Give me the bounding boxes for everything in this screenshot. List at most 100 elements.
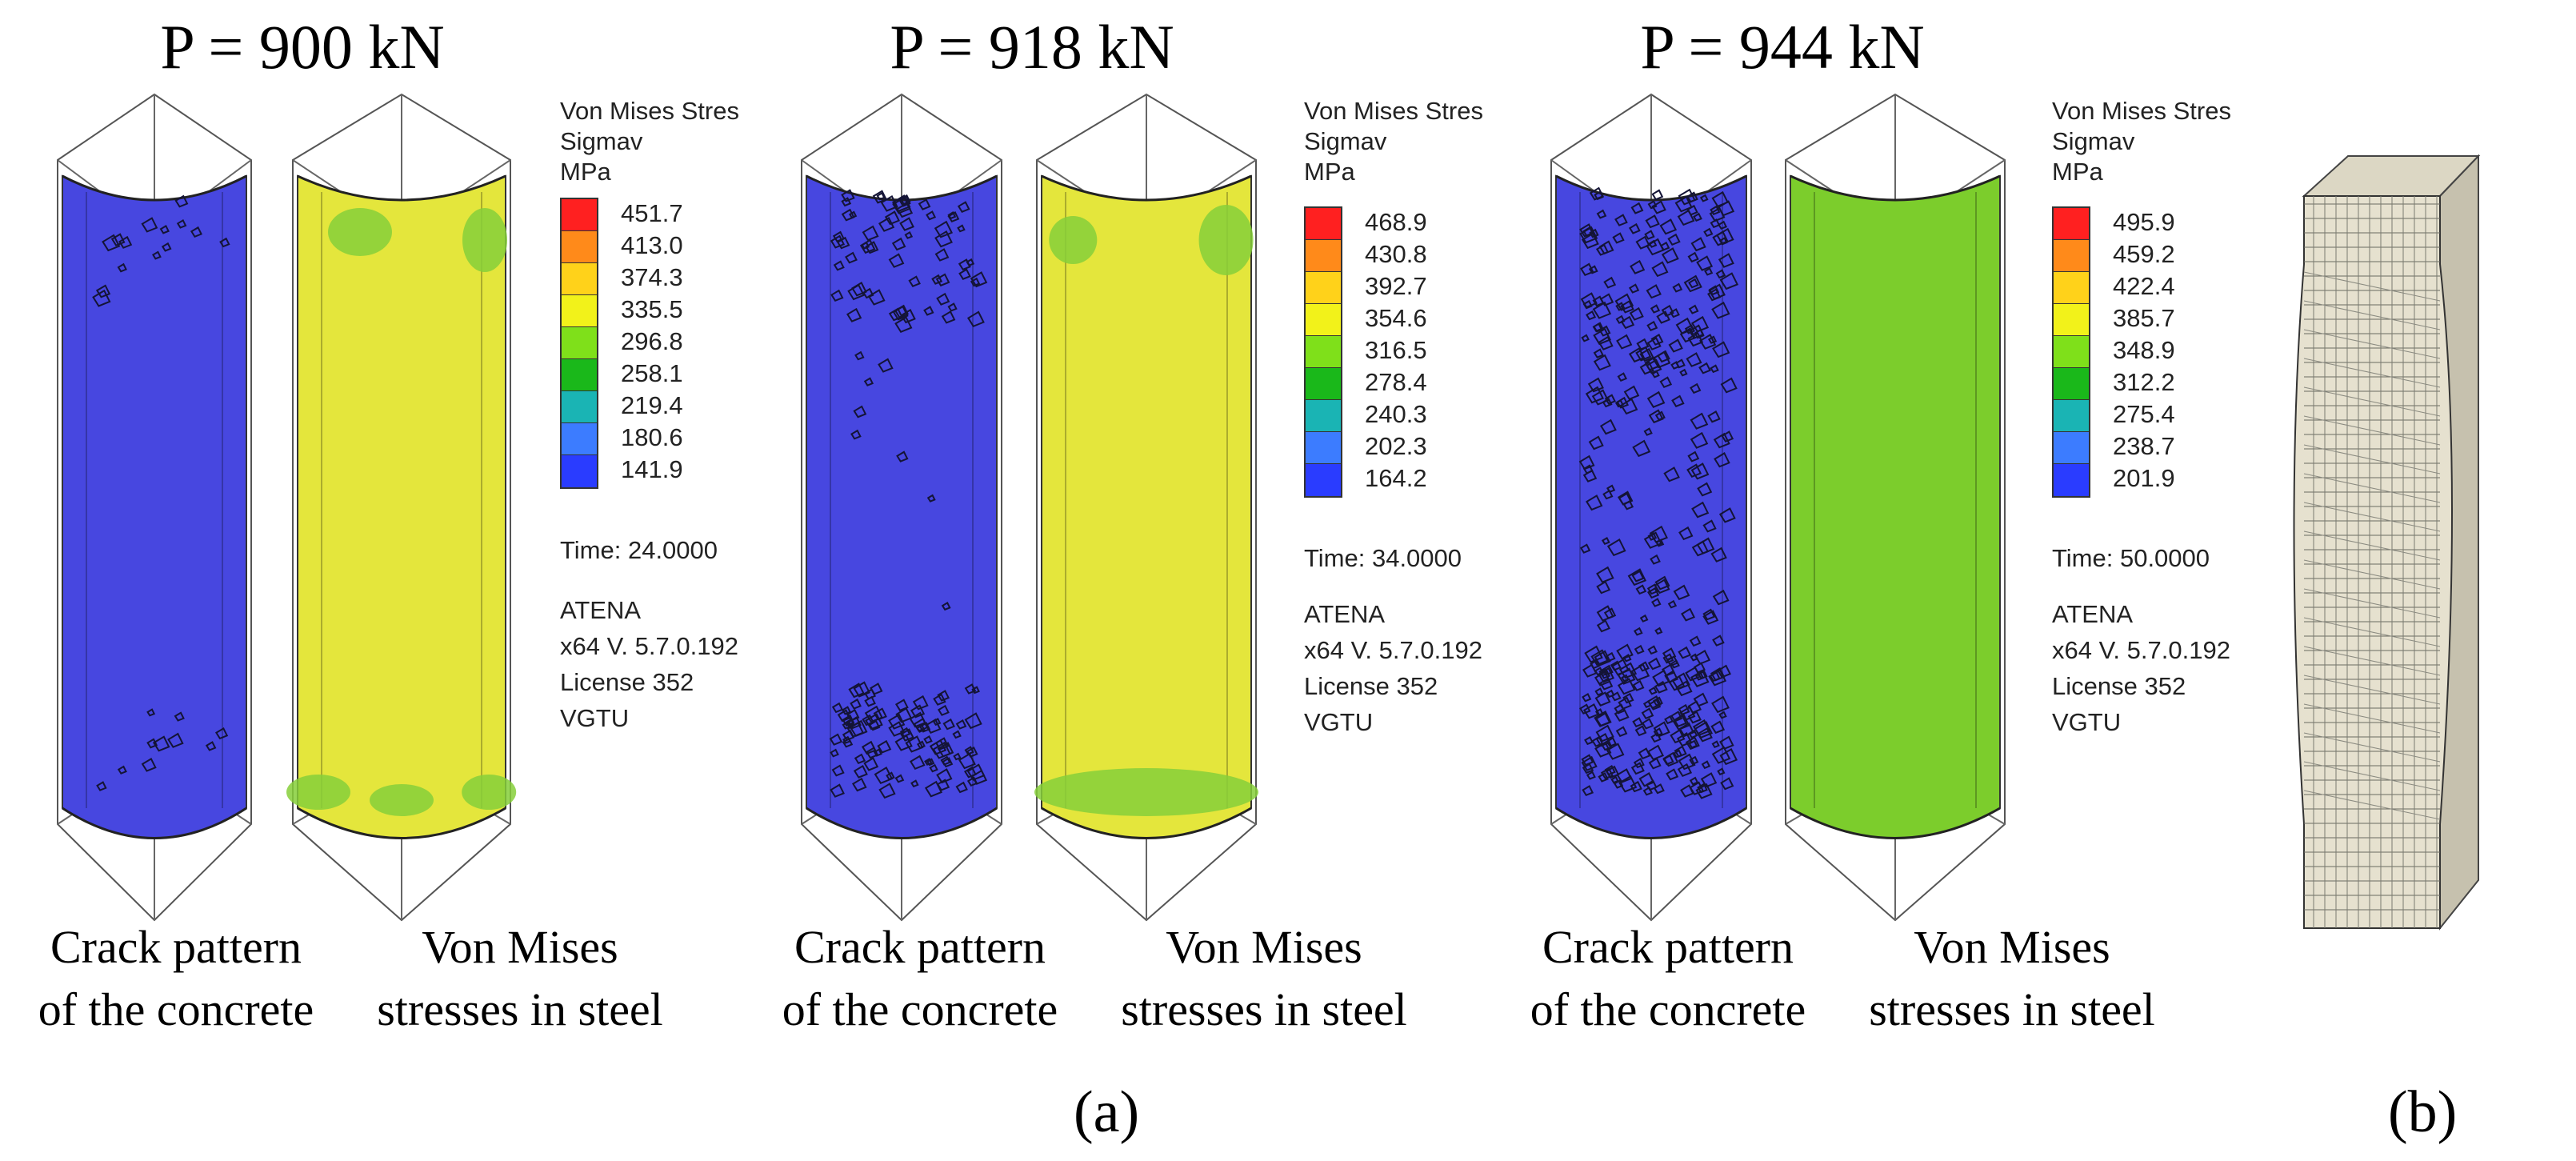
concrete-column-crack bbox=[1647, 645, 1658, 655]
concrete-column-crack bbox=[1646, 337, 1662, 350]
concrete-column-crack bbox=[1689, 635, 1702, 647]
concrete-column-crack bbox=[1688, 304, 1699, 314]
concrete-column-crack bbox=[1718, 253, 1734, 268]
software-org: VGTU bbox=[2052, 708, 2122, 736]
concrete-column-crack bbox=[95, 284, 111, 298]
concrete-column-crack bbox=[1697, 727, 1713, 743]
panel-label-a: (a) bbox=[1074, 1079, 1140, 1145]
concrete-column-crack bbox=[1653, 721, 1670, 738]
concrete-column-crack bbox=[966, 776, 978, 787]
concrete-column-crack bbox=[1698, 362, 1711, 374]
concrete-column-crack bbox=[1659, 376, 1673, 389]
stress-legend: Von Mises Stres Sigmav MPa 451.7 413.0 3… bbox=[560, 96, 739, 732]
concrete-column-crack bbox=[92, 289, 111, 307]
steel-column-bottom-rim bbox=[1041, 807, 1252, 839]
concrete-column-crack bbox=[1628, 347, 1646, 363]
mesh-line bbox=[2303, 530, 2441, 561]
load-title: P = 900 kN bbox=[160, 12, 445, 82]
concrete-column-crack bbox=[1580, 292, 1598, 309]
concrete-column-crack bbox=[866, 747, 879, 759]
concrete-column-crack bbox=[1620, 398, 1638, 415]
concrete-column-crack bbox=[1582, 785, 1594, 797]
concrete-column-crack bbox=[1614, 214, 1628, 226]
concrete-column-crack bbox=[1633, 627, 1643, 636]
concrete-column-crack bbox=[1622, 654, 1632, 663]
concrete-column-crack bbox=[1618, 696, 1632, 711]
concrete-column-crack bbox=[964, 746, 974, 755]
concrete-column-crack bbox=[910, 779, 919, 788]
concrete-column-crack bbox=[929, 739, 947, 755]
concrete-column-crack bbox=[141, 217, 158, 233]
concrete-column-crack bbox=[1686, 352, 1702, 367]
concrete-column-crack bbox=[1587, 377, 1604, 393]
concrete-column-crack bbox=[932, 718, 942, 727]
mesh-line bbox=[2303, 703, 2441, 734]
concrete-column-crack bbox=[1614, 707, 1630, 722]
legend-swatch bbox=[1306, 272, 1341, 304]
mesh-line bbox=[2303, 415, 2441, 446]
software-version: x64 V. 5.7.0.192 bbox=[1304, 636, 1482, 664]
legend-unit: MPa bbox=[1304, 158, 1355, 186]
concrete-column-crack bbox=[1713, 432, 1730, 449]
concrete-column-crack bbox=[898, 195, 911, 207]
legend-value: 141.9 bbox=[621, 455, 683, 483]
concrete-column-crack bbox=[937, 690, 950, 702]
concrete-column-crack bbox=[1718, 711, 1727, 719]
concrete-column-crack bbox=[110, 233, 126, 246]
concrete-column-crack bbox=[1589, 228, 1599, 238]
legend-swatch bbox=[2054, 304, 2089, 336]
concrete-column-crack bbox=[1598, 335, 1614, 350]
concrete-column-top-rim bbox=[1555, 174, 1747, 202]
legend-value: 348.9 bbox=[2113, 336, 2175, 364]
concrete-column-crack bbox=[214, 727, 229, 740]
legend-color-bar bbox=[1304, 206, 1342, 498]
legend-value: 202.3 bbox=[1365, 432, 1427, 460]
steel-column-body bbox=[297, 174, 506, 839]
concrete-column-crack bbox=[146, 708, 156, 717]
concrete-column-crack bbox=[1582, 469, 1598, 482]
concrete-column-crack bbox=[842, 735, 851, 744]
legend-title-line: Von Mises Stres bbox=[2052, 97, 2231, 125]
concrete-column-crack bbox=[1611, 659, 1630, 676]
steel-column-stress-hotspot bbox=[328, 208, 392, 256]
concrete-column-crack bbox=[874, 767, 894, 785]
concrete-column-crack bbox=[1629, 306, 1644, 321]
concrete-column-crack bbox=[1654, 680, 1668, 694]
concrete-column-crack bbox=[1719, 747, 1738, 766]
concrete-column-crack bbox=[936, 292, 950, 306]
legend-color-bar bbox=[2052, 206, 2090, 498]
concrete-column-crack bbox=[1691, 501, 1710, 518]
legend-color-bar bbox=[560, 198, 598, 489]
concrete-column-crack bbox=[888, 721, 906, 737]
legend-swatch bbox=[2054, 336, 2089, 368]
concrete-column-crack bbox=[1646, 390, 1666, 408]
steel-column-top-rim bbox=[1790, 174, 2001, 202]
concrete-column-crack bbox=[1690, 669, 1710, 687]
concrete-column-crack bbox=[896, 450, 909, 462]
concrete-column-crack bbox=[878, 217, 895, 232]
concrete-column-bottom-rim bbox=[1555, 807, 1747, 839]
legend-value: 275.4 bbox=[2113, 400, 2175, 428]
concrete-column-crack bbox=[1579, 703, 1591, 715]
concrete-column-crack bbox=[1695, 783, 1713, 799]
concrete-column-crack bbox=[1627, 568, 1647, 587]
concrete-column-crack bbox=[167, 732, 184, 748]
legend-value: 164.2 bbox=[1365, 464, 1427, 492]
concrete-column-crack bbox=[847, 716, 862, 730]
concrete-column-crack bbox=[873, 707, 887, 721]
concrete-column-crack bbox=[958, 268, 971, 280]
concrete-column-crack bbox=[1651, 189, 1664, 201]
concrete-column-crack bbox=[1651, 370, 1660, 378]
concrete-column-crack bbox=[862, 225, 879, 242]
concrete-column-crack bbox=[845, 718, 855, 727]
concrete-column-crack bbox=[1585, 386, 1604, 404]
mesh-line bbox=[2303, 444, 2441, 474]
concrete-column-crack bbox=[937, 704, 950, 716]
concrete-column-crack bbox=[929, 763, 938, 773]
legend-swatch bbox=[2054, 368, 2089, 400]
concrete-column-crack bbox=[1644, 230, 1655, 240]
time-label: Time: 34.0000 bbox=[1304, 544, 1462, 572]
concrete-column-crack bbox=[1582, 663, 1598, 678]
concrete-column-crack bbox=[1630, 762, 1645, 775]
concrete-column-crack bbox=[1690, 412, 1709, 430]
